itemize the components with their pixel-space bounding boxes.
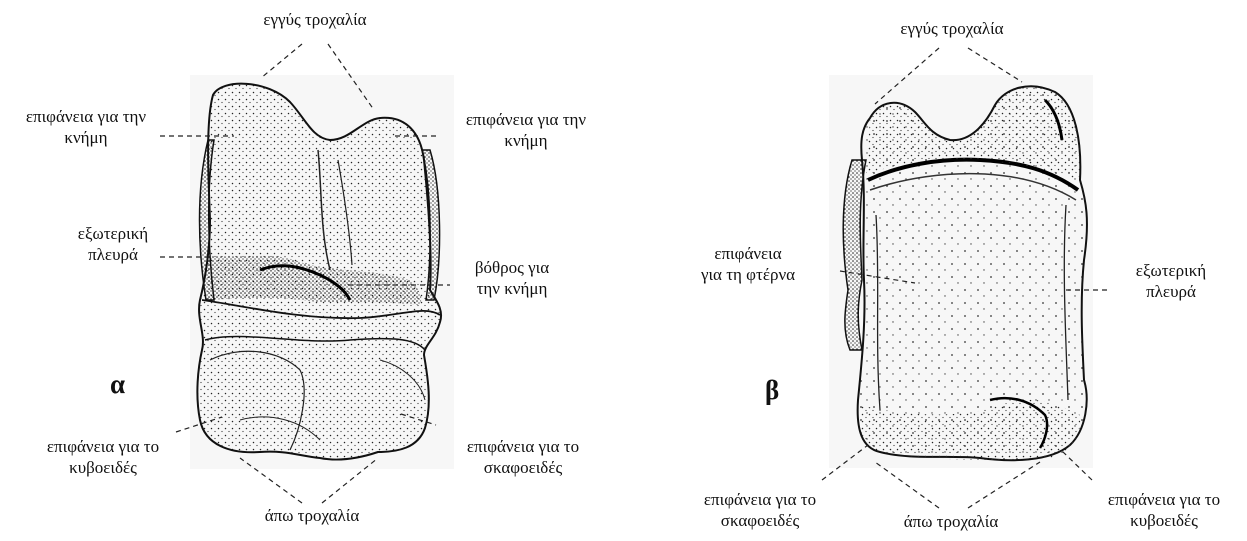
label-b-navicular-surface: επιφάνεια για το σκαφοειδές xyxy=(704,489,816,531)
label-b-cuboid-surface: επιφάνεια για το κυβοειδές xyxy=(1108,489,1220,531)
label-a-navicular-surface: επιφάνεια για το σκαφοειδές xyxy=(467,436,579,478)
label-b-distal-trochlea: άπω τροχαλία xyxy=(904,511,999,532)
label-a-distal-trochlea: άπω τροχαλία xyxy=(265,505,360,526)
label-b-proximal-trochlea: εγγύς τροχαλία xyxy=(900,18,1003,39)
label-a-cuboid-surface: επιφάνεια για το κυβοειδές xyxy=(47,436,159,478)
label-b-calcaneus-surface: επιφάνεια για τη φτέρνα xyxy=(701,243,795,285)
label-a-outer-side: εξωτερική πλευρά xyxy=(78,223,148,265)
figure-letter-alpha: α xyxy=(110,369,125,400)
label-b-outer-side: εξωτερική πλευρά xyxy=(1136,260,1206,302)
bone-alpha xyxy=(190,75,454,469)
label-a-tibia-surface-right: επιφάνεια για την κνήμη xyxy=(466,109,586,151)
figure-letter-beta: β xyxy=(765,375,779,406)
label-a-tibia-fossa: βόθρος για την κνήμη xyxy=(475,257,549,299)
label-a-tibia-surface-left: επιφάνεια για την κνήμη xyxy=(26,106,146,148)
bone-beta xyxy=(829,75,1093,468)
label-a-proximal-trochlea: εγγύς τροχαλία xyxy=(263,9,366,30)
